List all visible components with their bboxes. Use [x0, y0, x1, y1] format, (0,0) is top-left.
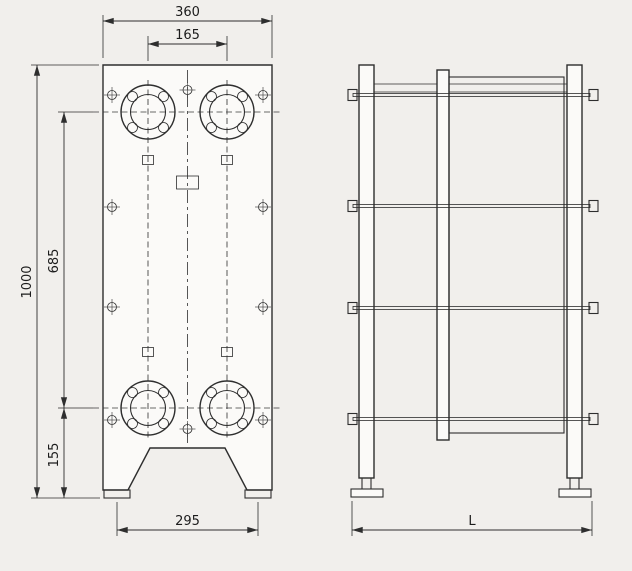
- dim-lower-port-to-base: 155: [47, 408, 68, 498]
- stud-squares: [142, 155, 233, 357]
- dim-label-overall-width: 360: [175, 5, 200, 20]
- dim-label-port-horizontal-spacing: 165: [175, 28, 200, 43]
- port-flange-bottom-left: [120, 380, 176, 436]
- dim-label-port-vertical-spacing: 685: [47, 249, 62, 274]
- front-view: [93, 64, 282, 499]
- dim-label-pack-length: L: [468, 514, 476, 529]
- tie-bolt-2: [347, 199, 599, 213]
- tie-bolt-3: [347, 301, 599, 315]
- tie-bolt-4: [347, 412, 599, 426]
- front-foot-left: [103, 489, 131, 499]
- axis-lines: [93, 70, 282, 446]
- dim-overall-width: 360: [102, 5, 273, 58]
- port-flange-bottom-right: [199, 380, 255, 436]
- support-column: [566, 64, 583, 479]
- dim-overall-height: 1000: [20, 64, 100, 499]
- plate-pack: [448, 76, 565, 434]
- dim-pack-length: L: [351, 501, 593, 536]
- edge-bolt-holes: [104, 82, 271, 437]
- side-view: [347, 64, 599, 498]
- port-flange-top-left: [120, 84, 176, 140]
- side-foot-left: [350, 478, 384, 498]
- tie-bolt-1: [347, 88, 599, 102]
- carrying-bar: [374, 83, 567, 93]
- dim-label-overall-height: 1000: [20, 265, 35, 298]
- front-foot-right: [244, 489, 272, 499]
- front-dimensions: 360 165 1000 685 155 295: [20, 5, 273, 536]
- dim-label-foot-spacing: 295: [175, 514, 200, 529]
- pressure-plate: [436, 69, 450, 441]
- fixed-frame-column: [358, 64, 375, 479]
- port-flange-top-right: [199, 84, 255, 140]
- dim-foot-spacing: 295: [116, 502, 259, 536]
- side-dimensions: L: [351, 501, 593, 536]
- dim-port-vertical-spacing: 685: [47, 111, 93, 409]
- nameplate: [176, 175, 199, 190]
- dim-port-horizontal-spacing: 165: [147, 28, 228, 61]
- dim-label-lower-port-to-base: 155: [47, 443, 62, 468]
- side-foot-right: [558, 478, 592, 498]
